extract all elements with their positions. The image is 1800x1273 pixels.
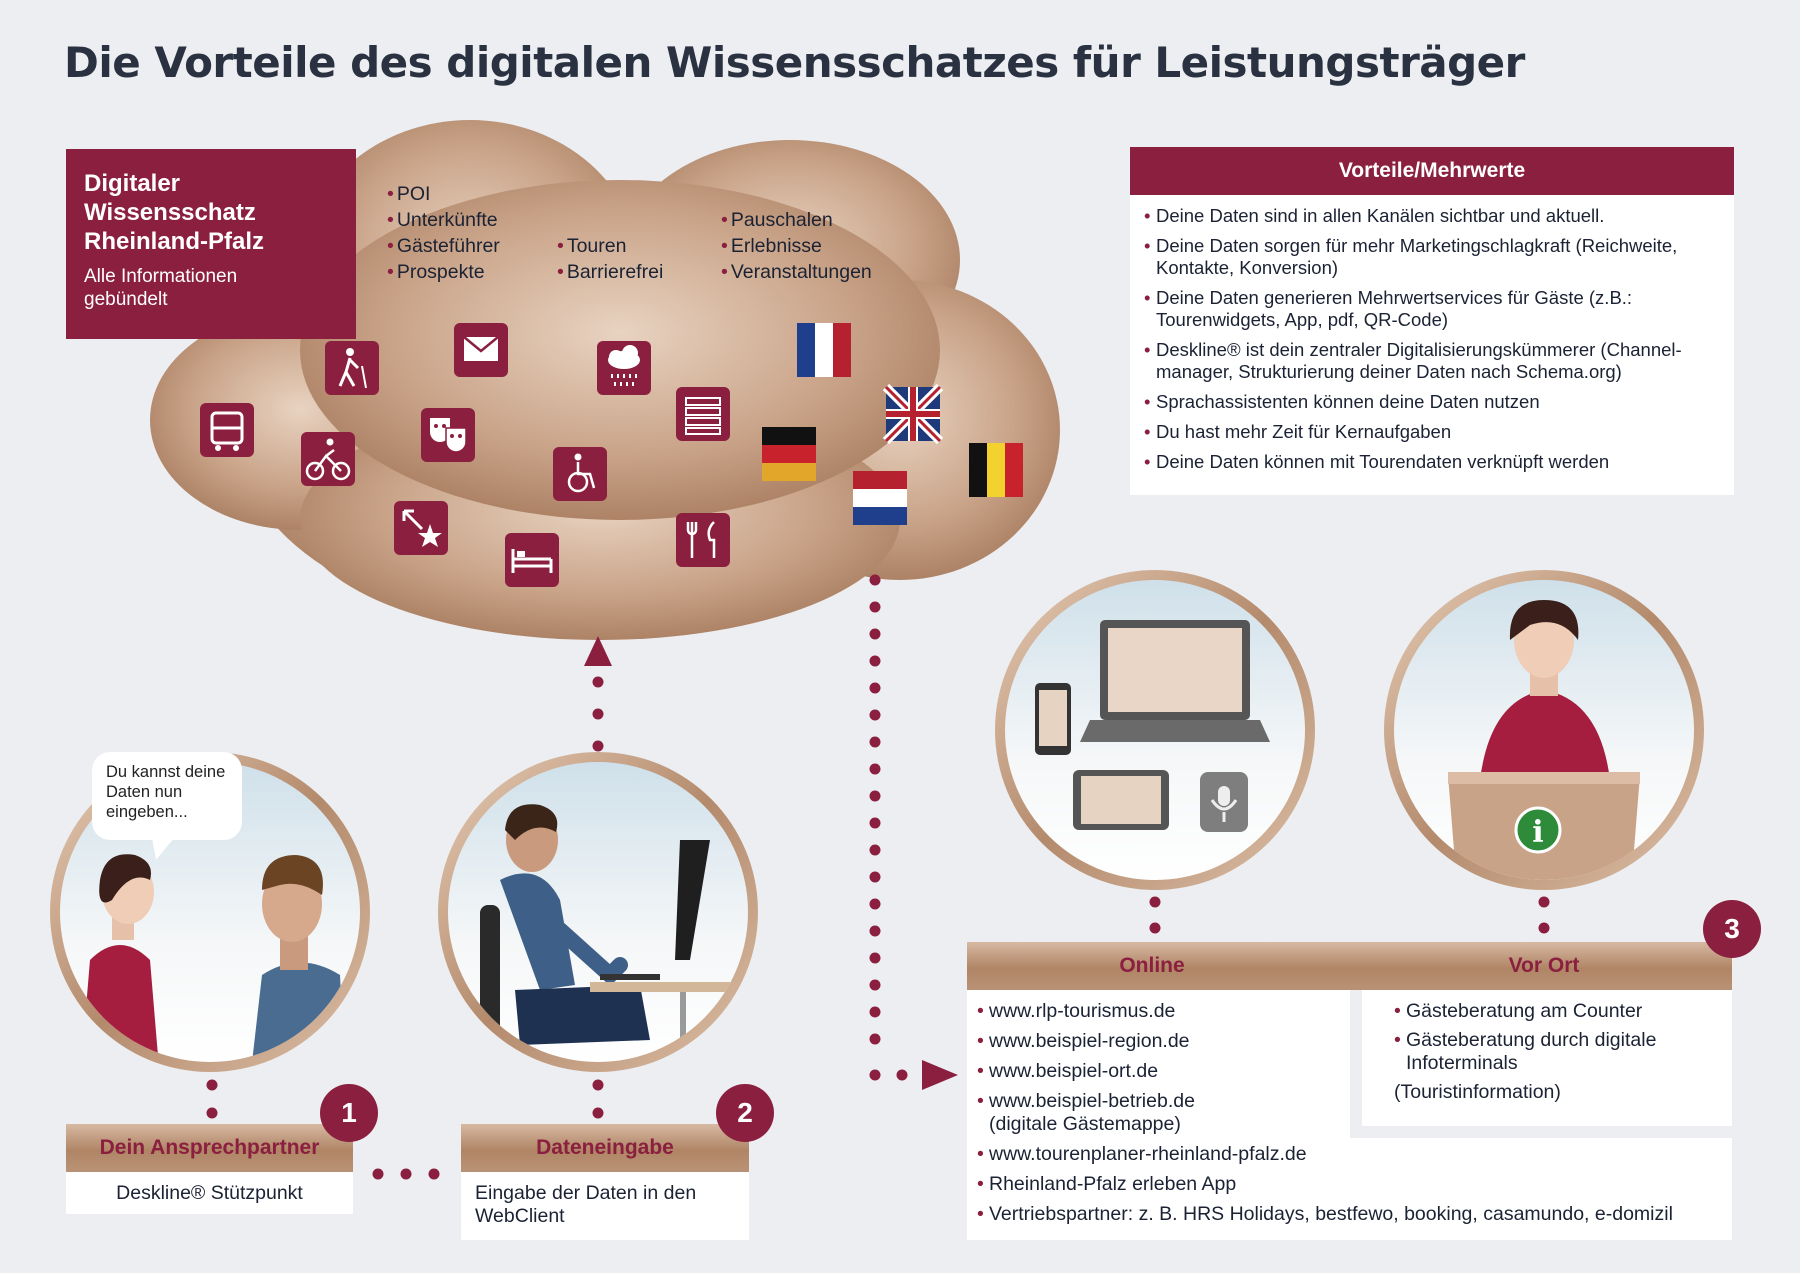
info-counter-illustration: i (1384, 570, 1704, 890)
wissensschatz-box: Digitaler Wissensschatz Rheinland-Pfalz … (66, 149, 356, 339)
step1-label: Dein Ansprechpartner (66, 1124, 353, 1172)
vorteile-item: Deine Daten sind in allen Kanälen sichtb… (1144, 205, 1720, 227)
step1-text: Deskline® Stützpunkt (66, 1172, 353, 1214)
online-item: www.beispiel-betrieb.de (digitale Gästem… (977, 1090, 1229, 1136)
belgium-flag (969, 443, 1023, 497)
vorort-separator (1350, 990, 1362, 1128)
connector-step2-dots (592, 1079, 604, 1119)
vorteile-heading: Vorteile/Mehrwerte (1130, 147, 1734, 195)
uk-flag (882, 383, 944, 445)
online-item: www.rlp-tourismus.de (977, 1000, 1718, 1023)
speech-bubble: Du kannst deine Daten nun eingeben... (92, 752, 242, 840)
bus-icon (200, 403, 254, 457)
wissensschatz-subtitle: Alle Informationen gebündelt (84, 266, 238, 310)
cloud-category: POI (387, 181, 500, 207)
cloud-category: Touren (557, 233, 663, 259)
cloud-category: Unterkünfte (387, 207, 500, 233)
online-item: Rheinland-Pfalz erleben App (977, 1173, 1718, 1196)
germany-flag (762, 427, 816, 481)
cloud-category: Barrierefrei (557, 259, 663, 285)
step2-text: Eingabe der Daten in den WebClient (461, 1172, 749, 1240)
mail-icon (454, 323, 508, 377)
online-item: www.beispiel-region.de (977, 1030, 1718, 1053)
step2-badge: 2 (716, 1084, 774, 1142)
speech-bubble-tail (152, 838, 174, 860)
connector-step1-dots (206, 1079, 218, 1119)
devices-illustration (995, 570, 1315, 890)
wissensschatz-title: Digitaler Wissensschatz Rheinland-Pfalz (84, 170, 265, 255)
cloud-category-list-3: Pauschalen Erlebnisse Veranstaltungen (721, 207, 872, 285)
online-item: www.beispiel-ort.de (977, 1060, 1718, 1083)
connector-vorort-dots (1538, 896, 1550, 934)
cloud-category: Veranstaltungen (721, 259, 872, 285)
cloud-category: Pauschalen (721, 207, 872, 233)
vorteile-list: Deine Daten sind in allen Kanälen sichtb… (1130, 195, 1734, 473)
vorteile-item: Du hast mehr Zeit für Kernaufgaben (1144, 421, 1720, 443)
cloud-category: Gästeführer (387, 233, 500, 259)
event-icon (394, 501, 448, 555)
vorteile-item: Deine Daten generieren Mehrwertservices … (1144, 287, 1720, 331)
bicycle-icon (301, 432, 355, 486)
page-title: Die Vorteile des digitalen Wissensschatz… (64, 38, 1525, 87)
online-label: Online (1119, 954, 1185, 977)
vorteile-item: Deine Daten sorgen für mehr Marketingsch… (1144, 235, 1720, 279)
restaurant-icon (676, 513, 730, 567)
cloud-category: Erlebnisse (721, 233, 872, 259)
cloud-category-list-2: Touren Barrierefrei (557, 233, 663, 285)
vorort-note: (Touristinformation) (1394, 1081, 1561, 1103)
vorteile-item: Deskline® ist dein zentraler Digitalisie… (1144, 339, 1720, 383)
vorteile-box: Vorteile/Mehrwerte Deine Daten sind in a… (1130, 147, 1734, 495)
vorort-separator-bottom (1350, 1126, 1732, 1138)
vorort-item: Gästeberatung durch digitale Infotermina… (1394, 1029, 1718, 1075)
vorteile-item: Sprachassistenten können deine Daten nut… (1144, 391, 1720, 413)
connector-online-dots (1149, 896, 1161, 934)
online-item: www.tourenplaner-rheinland-pfalz.de (977, 1143, 1718, 1166)
step1-badge: 1 (320, 1084, 378, 1142)
cloud-category: Prospekte (387, 259, 500, 285)
arrow-right-icon (922, 1060, 958, 1090)
arrow-up-icon (584, 636, 612, 666)
books-icon (676, 387, 730, 441)
netherlands-flag (853, 471, 907, 525)
vorort-item: Gästeberatung am Counter (1394, 1000, 1718, 1023)
wheelchair-icon (553, 447, 607, 501)
cloud-category-list-1: POI Unterkünfte Gästeführer Prospekte (387, 181, 500, 285)
step3-badge: 3 (1703, 900, 1761, 958)
step3-label-bar (967, 942, 1732, 990)
data-entry-illustration (438, 752, 758, 1072)
svg-text:i: i (1532, 815, 1543, 850)
theater-masks-icon (421, 408, 475, 462)
vorort-list: Gästeberatung am Counter Gästeberatung d… (1362, 990, 1732, 1126)
connector-down-dots (869, 574, 935, 1081)
connector-up-dots (592, 676, 604, 752)
hiking-icon (325, 341, 379, 395)
vorteile-item: Deine Daten können mit Tourendaten verkn… (1144, 451, 1720, 473)
weather-icon (597, 341, 651, 395)
connector-dots (206, 574, 1550, 1180)
vorort-label: Vor Ort (1508, 954, 1580, 977)
online-item: Vertriebspartner: z. B. HRS Holidays, be… (977, 1203, 1718, 1226)
step2-label: Dateneingabe (461, 1124, 749, 1172)
connector-1-2-dots (372, 1168, 440, 1180)
bed-icon (505, 533, 559, 587)
france-flag (797, 323, 851, 377)
